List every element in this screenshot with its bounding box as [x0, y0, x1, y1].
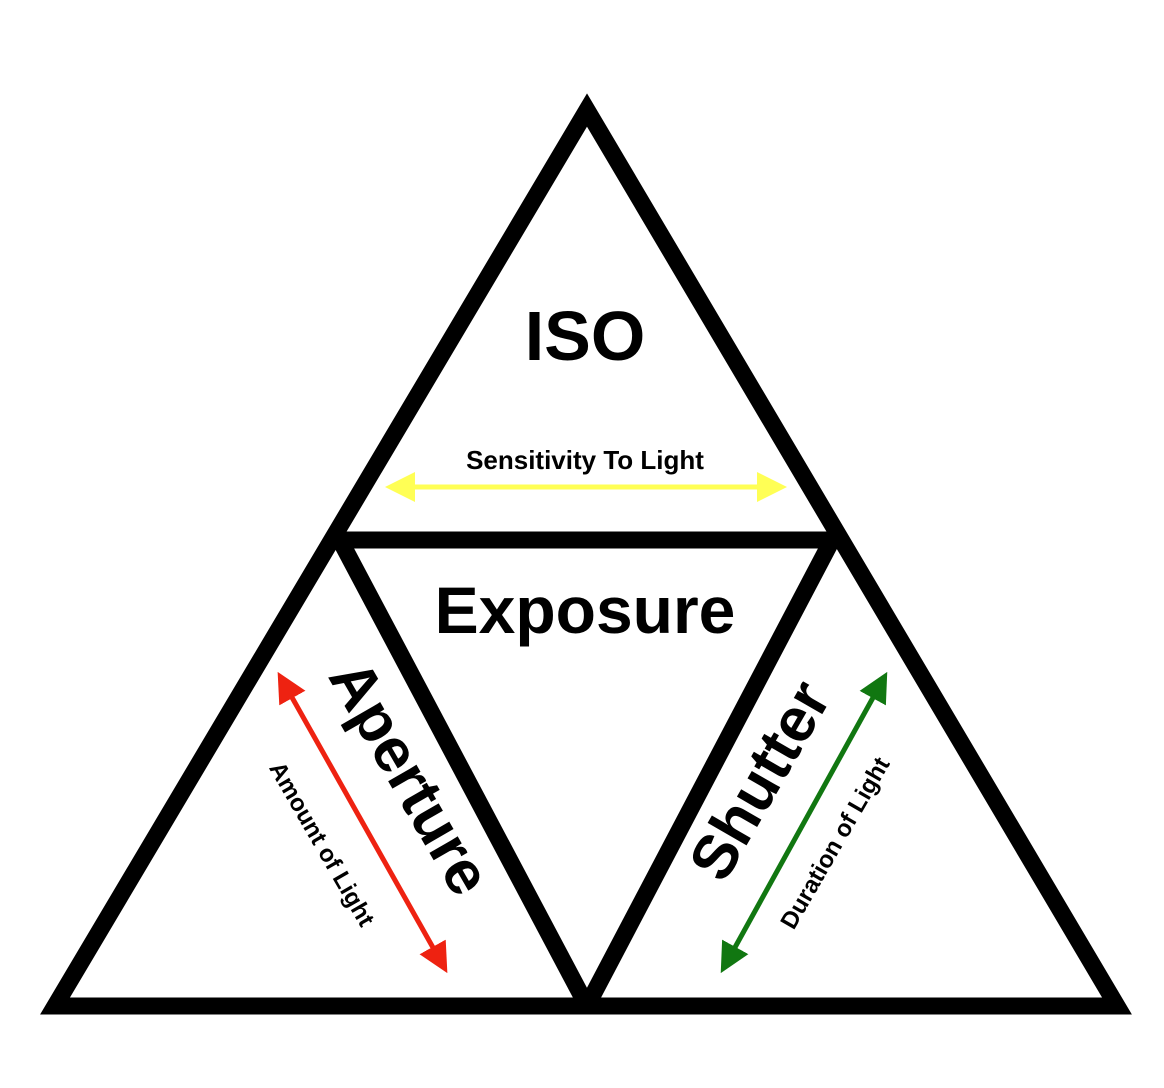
iso-sublabel: Sensitivity To Light — [466, 445, 704, 475]
left-inner-divider — [332, 536, 595, 1010]
aperture-sublabel: Amount of Light — [263, 757, 379, 931]
shutter-arrow — [720, 671, 888, 974]
right-inner-divider — [579, 536, 840, 1010]
iso-label: ISO — [525, 297, 646, 375]
exposure-label: Exposure — [435, 573, 736, 647]
outer-triangle — [40, 93, 1132, 1015]
aperture-arrow — [277, 671, 448, 974]
